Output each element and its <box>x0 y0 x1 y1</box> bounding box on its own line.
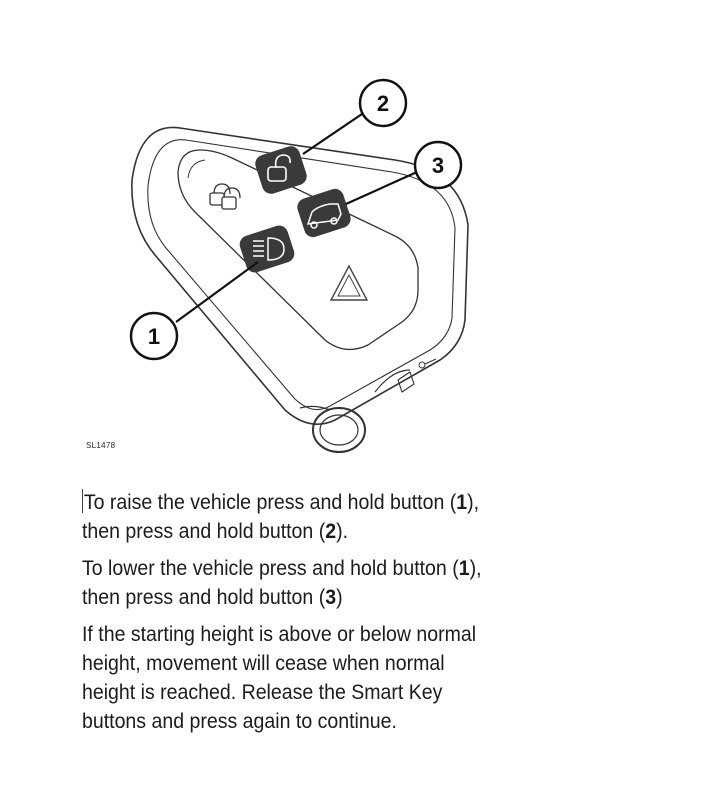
callout-2: 2 <box>358 78 408 128</box>
key-icon <box>418 358 437 369</box>
smart-key-figure: 2 3 1 SL1478 <box>86 78 469 453</box>
key-fob-rim <box>147 139 456 411</box>
paragraph-lower: To lower the vehicle press and hold butt… <box>82 557 482 609</box>
hazard-triangle-icon <box>329 264 369 301</box>
callout-1: 1 <box>129 311 179 361</box>
lock-both-icon <box>209 183 241 210</box>
leader-line-1 <box>175 261 259 323</box>
smart-key-illustration: 2 3 1 <box>129 78 469 453</box>
figure-id: SL1478 <box>86 441 116 450</box>
leader-line-3 <box>345 170 418 206</box>
tailgate-icon <box>306 203 342 229</box>
paragraph-raise: To raise the vehicle press and hold butt… <box>82 489 480 543</box>
callout-3-label: 3 <box>432 153 444 178</box>
headlight-icon <box>253 237 285 261</box>
callout-3: 3 <box>413 140 463 190</box>
paragraph-height-note: If the starting height is above or below… <box>82 623 477 733</box>
text-cursor <box>82 489 83 513</box>
headlight-button <box>239 225 295 273</box>
key-slot <box>397 371 415 393</box>
callout-1-label: 1 <box>148 324 160 349</box>
tailgate-button <box>297 188 351 238</box>
instructions-text: To raise the vehicle press and hold butt… <box>82 488 519 744</box>
unlock-button <box>255 146 307 194</box>
callout-2-label: 2 <box>377 91 389 116</box>
leader-line-2 <box>302 113 363 155</box>
key-ring <box>312 407 366 453</box>
unlock-icon <box>267 154 291 182</box>
